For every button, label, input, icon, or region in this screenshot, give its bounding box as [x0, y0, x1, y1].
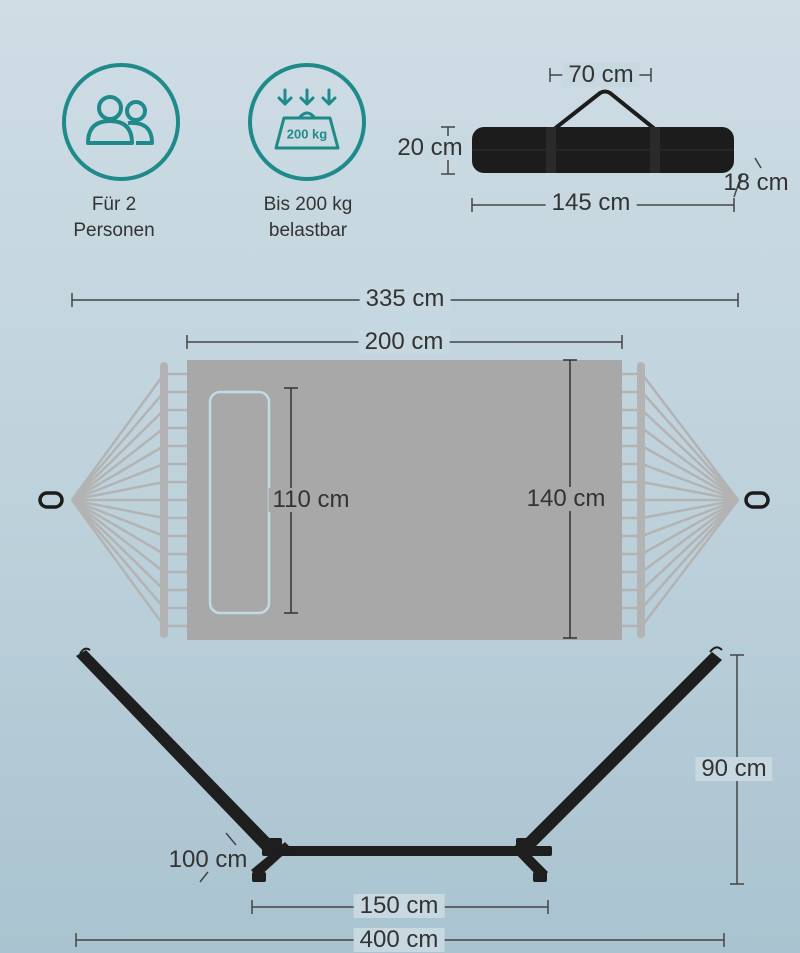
weight-badge-label: 200 kg — [286, 126, 328, 142]
feature-persons-text: Für 2 Personen — [73, 192, 154, 244]
stand-foot-width-label: 100 cm — [168, 846, 248, 873]
stand-base-length-label: 150 cm — [353, 894, 445, 918]
hammock-bed-width-label: 140 cm — [522, 487, 610, 511]
bag-height-label: 20 cm — [391, 136, 469, 160]
weight-load-icon — [248, 63, 366, 181]
bag-depth-label: 18 cm — [723, 169, 789, 196]
hammock-left-spreader-bar — [160, 362, 168, 638]
hammock-pillow-width-label: 110 cm — [268, 488, 354, 512]
persons-icon — [62, 63, 180, 181]
feature-weight-line1: Bis 200 kg — [263, 194, 353, 215]
bag-width-label: 70 cm — [562, 63, 640, 87]
hammock-right-spreader-bar — [637, 362, 645, 638]
hammock-bed-length-label: 200 cm — [358, 330, 450, 354]
hammock-left-ropes — [70, 372, 187, 628]
feature-persons-line2: Personen — [73, 220, 155, 241]
feature-weight-line2: belastbar — [268, 220, 348, 241]
feature-persons-line1: Für 2 — [91, 194, 137, 215]
bag-length-label: 145 cm — [545, 191, 637, 215]
stand-total-length-label: 400 cm — [353, 928, 445, 952]
feature-weight-text: Bis 200 kg belastbar — [264, 192, 353, 244]
left-hanging-loop — [38, 491, 64, 509]
hammock-total-length-label: 335 cm — [359, 287, 451, 311]
stand-height-label: 90 cm — [695, 757, 773, 781]
carry-bag-illustration — [472, 89, 734, 173]
hammock-stand-frame — [76, 646, 723, 882]
right-hanging-loop — [744, 491, 770, 509]
